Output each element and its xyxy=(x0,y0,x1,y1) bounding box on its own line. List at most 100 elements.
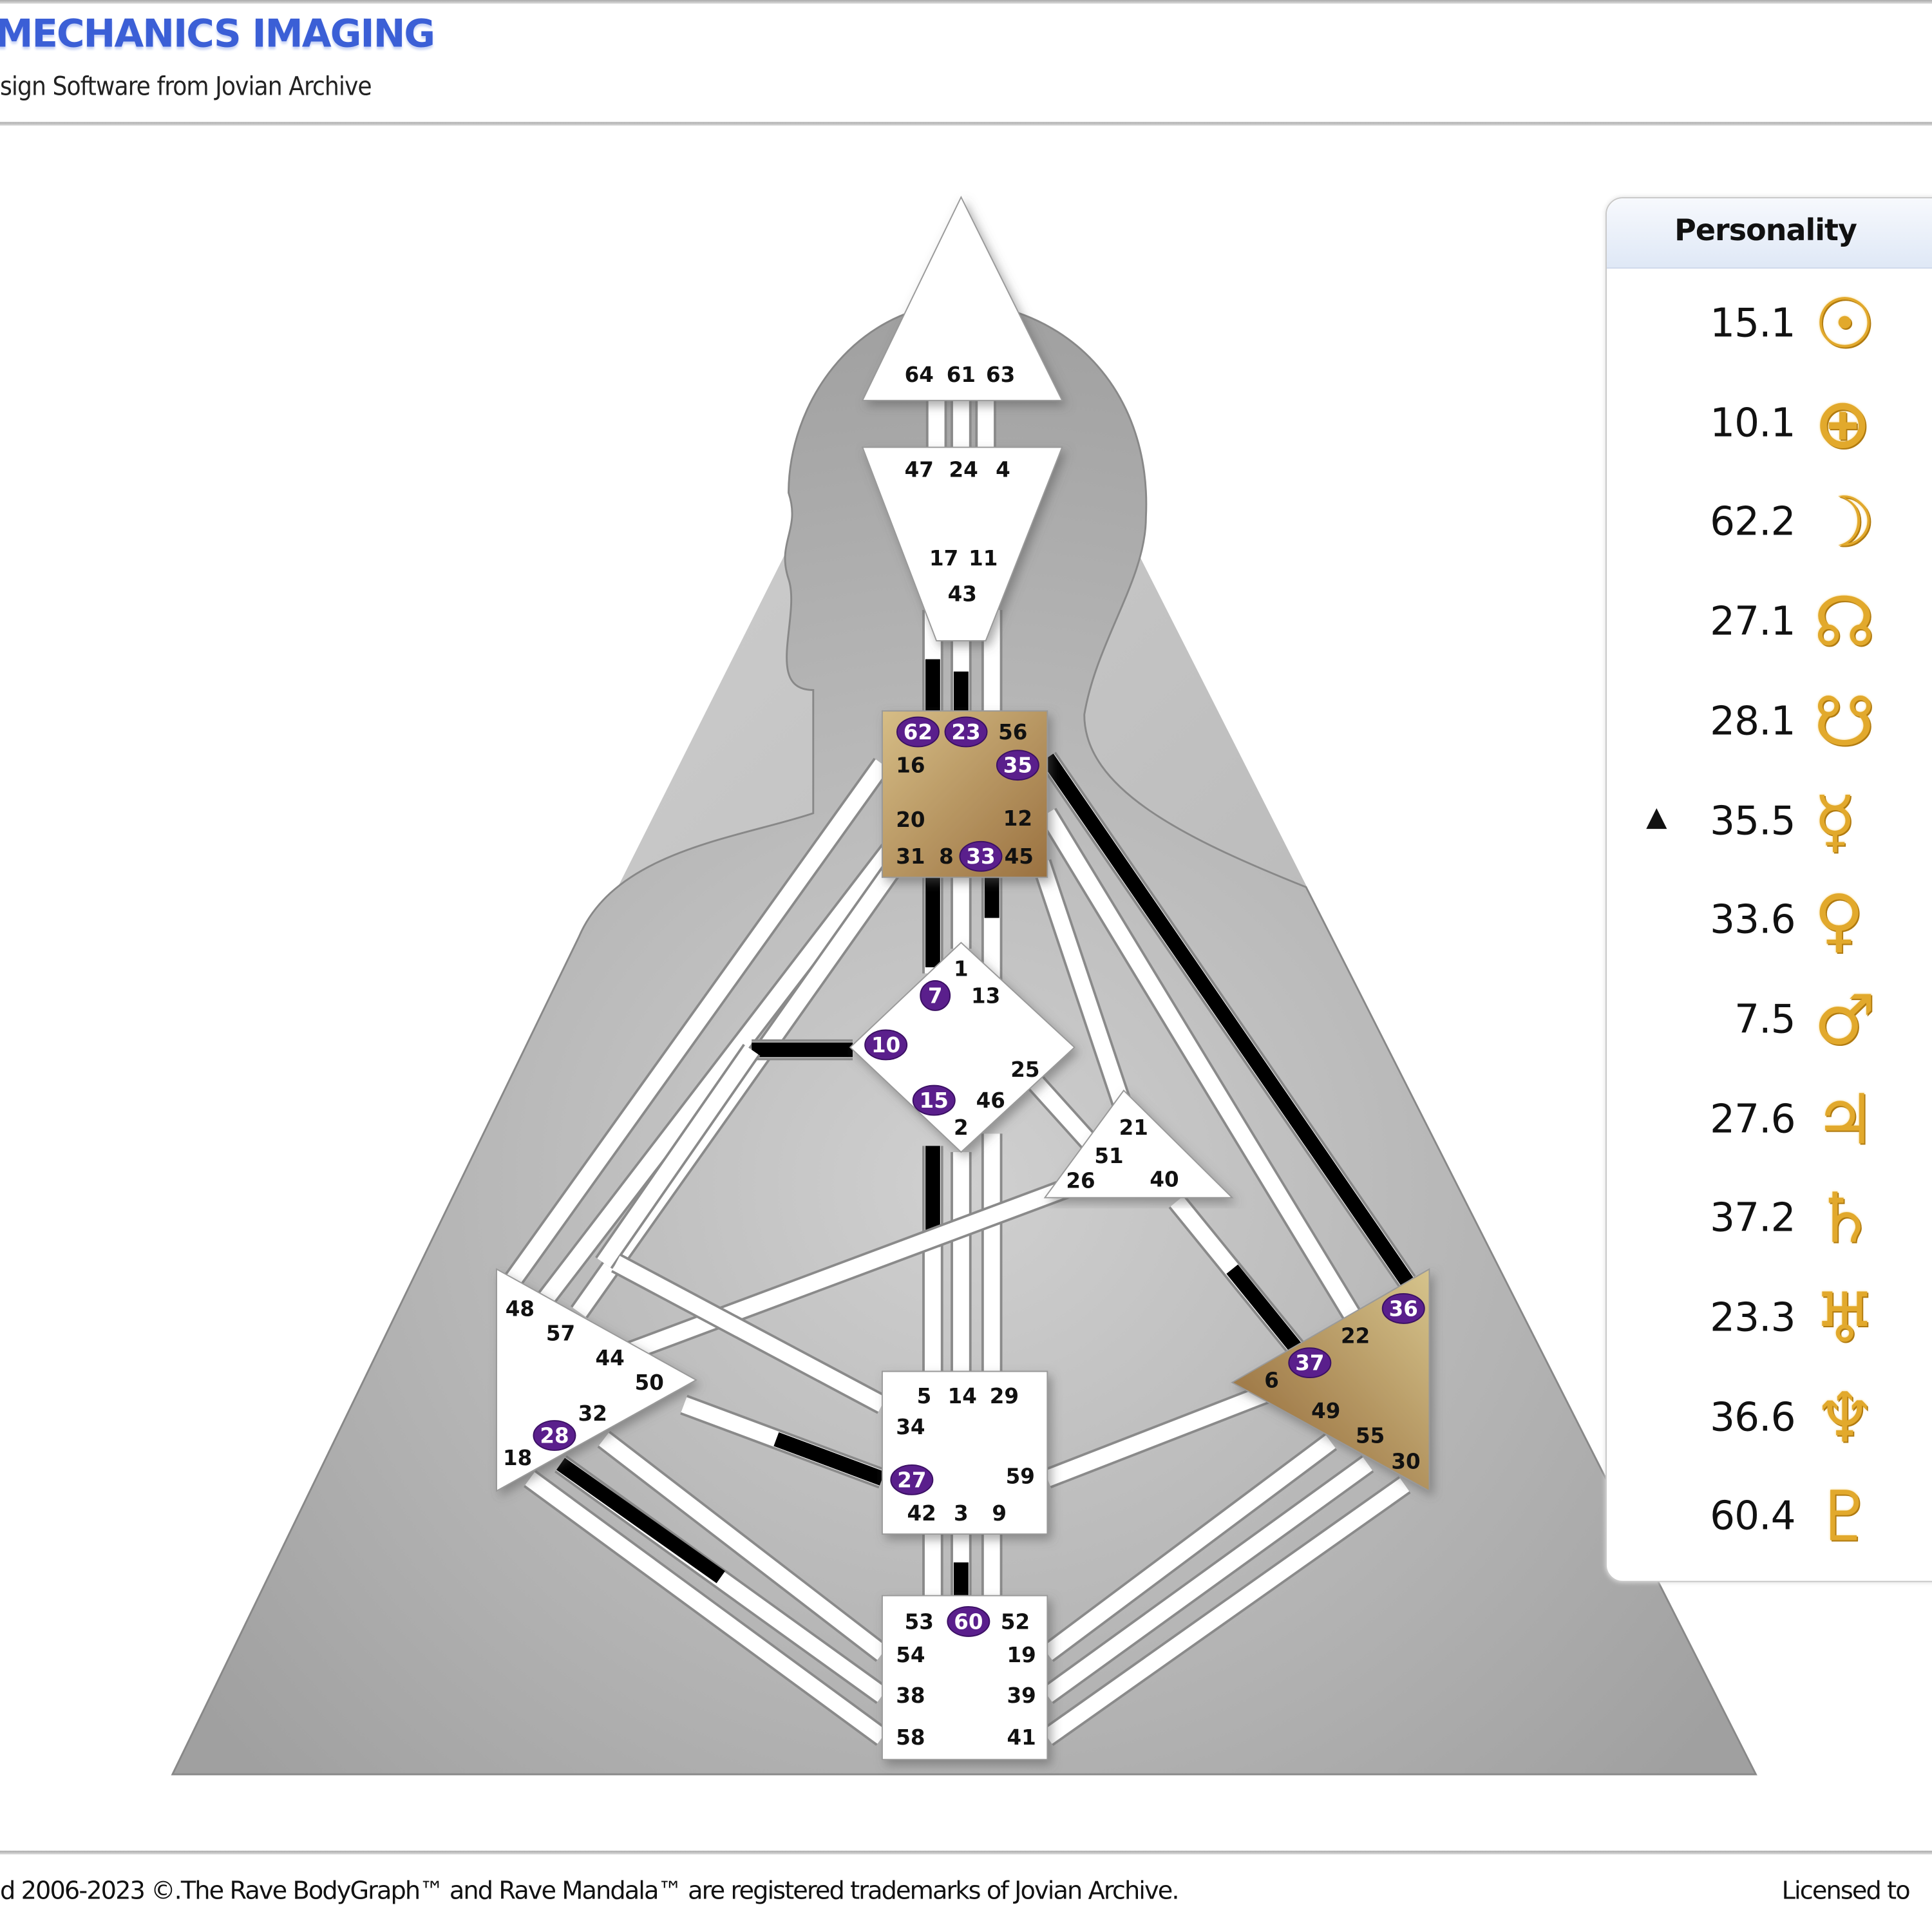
gate-53[interactable]: 53 xyxy=(905,1609,934,1634)
gate-number: 47 xyxy=(905,457,934,482)
gate-line-value: 27.6 xyxy=(1710,1095,1795,1142)
channel xyxy=(1028,1076,1097,1149)
gate-44[interactable]: 44 xyxy=(595,1346,624,1370)
gate-31[interactable]: 31 xyxy=(896,844,925,869)
gate-55[interactable]: 55 xyxy=(1356,1423,1385,1448)
gate-11[interactable]: 11 xyxy=(969,546,998,571)
gate-34[interactable]: 34 xyxy=(896,1415,925,1439)
gate-60[interactable]: 60 xyxy=(947,1605,990,1637)
gate-line-value: 27.1 xyxy=(1710,598,1795,645)
gate-45[interactable]: 45 xyxy=(1005,844,1034,869)
gate-13[interactable]: 13 xyxy=(971,983,1000,1008)
gate-activation-circle xyxy=(947,1605,990,1637)
channel xyxy=(501,759,889,1293)
gate-27[interactable]: 27 xyxy=(890,1464,934,1495)
gate-number: 14 xyxy=(948,1384,977,1408)
gate-47[interactable]: 47 xyxy=(905,457,934,482)
gate-33[interactable]: 33 xyxy=(959,840,1003,872)
gate-number: 24 xyxy=(949,457,978,482)
gate-3[interactable]: 3 xyxy=(954,1501,969,1526)
gate-activation-circle xyxy=(920,980,951,1011)
gate-19[interactable]: 19 xyxy=(1007,1643,1036,1667)
gate-7[interactable]: 7 xyxy=(920,980,951,1011)
gate-number: 59 xyxy=(1006,1464,1035,1489)
center-head[interactable] xyxy=(861,195,1063,401)
gate-22[interactable]: 22 xyxy=(1341,1323,1370,1348)
gate-5[interactable]: 5 xyxy=(917,1384,932,1408)
gate-37[interactable]: 37 xyxy=(1288,1347,1332,1379)
center-sacral[interactable] xyxy=(881,1370,1048,1535)
gate-4[interactable]: 4 xyxy=(996,457,1010,482)
gate-activation-circle xyxy=(1288,1347,1332,1379)
personality-panel: Personality 15.1☉10.1⊕62.2☽27.1☊28.1☋▲35… xyxy=(1605,197,1932,1582)
gate-number: 13 xyxy=(971,983,1000,1008)
gate-10[interactable]: 10 xyxy=(864,1029,908,1061)
center-root[interactable] xyxy=(881,1595,1048,1761)
gate-50[interactable]: 50 xyxy=(635,1370,664,1395)
gate-2[interactable]: 2 xyxy=(954,1115,969,1140)
gate-56[interactable]: 56 xyxy=(998,720,1027,744)
gate-35[interactable]: 35 xyxy=(996,750,1039,781)
gate-57[interactable]: 57 xyxy=(546,1321,575,1346)
sun-icon: ☉ xyxy=(1814,284,1876,365)
gate-58[interactable]: 58 xyxy=(896,1725,925,1750)
channel xyxy=(535,845,896,1309)
gate-17[interactable]: 17 xyxy=(929,546,958,571)
gate-32[interactable]: 32 xyxy=(578,1401,607,1426)
gate-1[interactable]: 1 xyxy=(954,956,969,981)
gate-number: 41 xyxy=(1007,1725,1036,1750)
gate-number: 11 xyxy=(969,546,998,571)
gate-61[interactable]: 61 xyxy=(947,363,976,387)
gate-43[interactable]: 43 xyxy=(948,582,977,607)
gate-30[interactable]: 30 xyxy=(1391,1450,1420,1474)
channel xyxy=(525,1472,887,1744)
gate-15[interactable]: 15 xyxy=(912,1084,956,1116)
gate-25[interactable]: 25 xyxy=(1010,1057,1039,1082)
gate-23[interactable]: 23 xyxy=(944,716,988,748)
gate-14[interactable]: 14 xyxy=(948,1384,977,1408)
gate-number: 2 xyxy=(954,1115,969,1140)
gate-24[interactable]: 24 xyxy=(949,457,978,482)
gate-64[interactable]: 64 xyxy=(905,363,934,387)
gate-18[interactable]: 18 xyxy=(503,1446,532,1470)
gate-9[interactable]: 9 xyxy=(992,1501,1007,1526)
gate-39[interactable]: 39 xyxy=(1007,1683,1036,1708)
center-g[interactable] xyxy=(849,942,1075,1153)
center-ego[interactable] xyxy=(1043,1089,1234,1198)
gate-20[interactable]: 20 xyxy=(896,808,925,832)
gate-52[interactable]: 52 xyxy=(1001,1609,1030,1634)
gate-46[interactable]: 46 xyxy=(976,1088,1005,1113)
gate-number: 57 xyxy=(546,1321,575,1346)
gate-number: 12 xyxy=(1003,806,1032,831)
personality-header: Personality xyxy=(1606,198,1932,269)
gate-51[interactable]: 51 xyxy=(1094,1144,1123,1168)
gate-6[interactable]: 6 xyxy=(1264,1368,1279,1392)
channel-activation xyxy=(1226,1264,1306,1358)
gate-49[interactable]: 49 xyxy=(1311,1399,1340,1423)
gate-62[interactable]: 62 xyxy=(896,716,940,748)
gate-42[interactable]: 42 xyxy=(907,1501,936,1526)
gate-21[interactable]: 21 xyxy=(1119,1115,1148,1140)
gate-12[interactable]: 12 xyxy=(1003,806,1032,831)
center-solar-plexus[interactable] xyxy=(1231,1268,1430,1492)
gate-line-value: 60.4 xyxy=(1710,1492,1795,1540)
gate-59[interactable]: 59 xyxy=(1006,1464,1035,1489)
gate-54[interactable]: 54 xyxy=(896,1643,925,1667)
gate-36[interactable]: 36 xyxy=(1381,1293,1425,1324)
gate-63[interactable]: 63 xyxy=(986,363,1015,387)
gate-40[interactable]: 40 xyxy=(1150,1168,1179,1192)
gate-26[interactable]: 26 xyxy=(1066,1168,1095,1193)
gate-48[interactable]: 48 xyxy=(506,1296,535,1321)
gate-16[interactable]: 16 xyxy=(896,753,925,778)
gate-activation-circle xyxy=(912,1084,956,1116)
gate-38[interactable]: 38 xyxy=(896,1683,925,1708)
gate-29[interactable]: 29 xyxy=(990,1384,1019,1408)
gate-8[interactable]: 8 xyxy=(939,844,954,869)
center-ajna[interactable] xyxy=(861,446,1063,641)
gate-41[interactable]: 41 xyxy=(1007,1725,1036,1750)
neptune-icon: ♆ xyxy=(1814,1378,1876,1459)
gate-number: 50 xyxy=(635,1370,664,1395)
gate-28[interactable]: 28 xyxy=(533,1420,576,1451)
gate-number: 38 xyxy=(896,1683,925,1708)
gate-number: 37 xyxy=(1295,1351,1324,1376)
